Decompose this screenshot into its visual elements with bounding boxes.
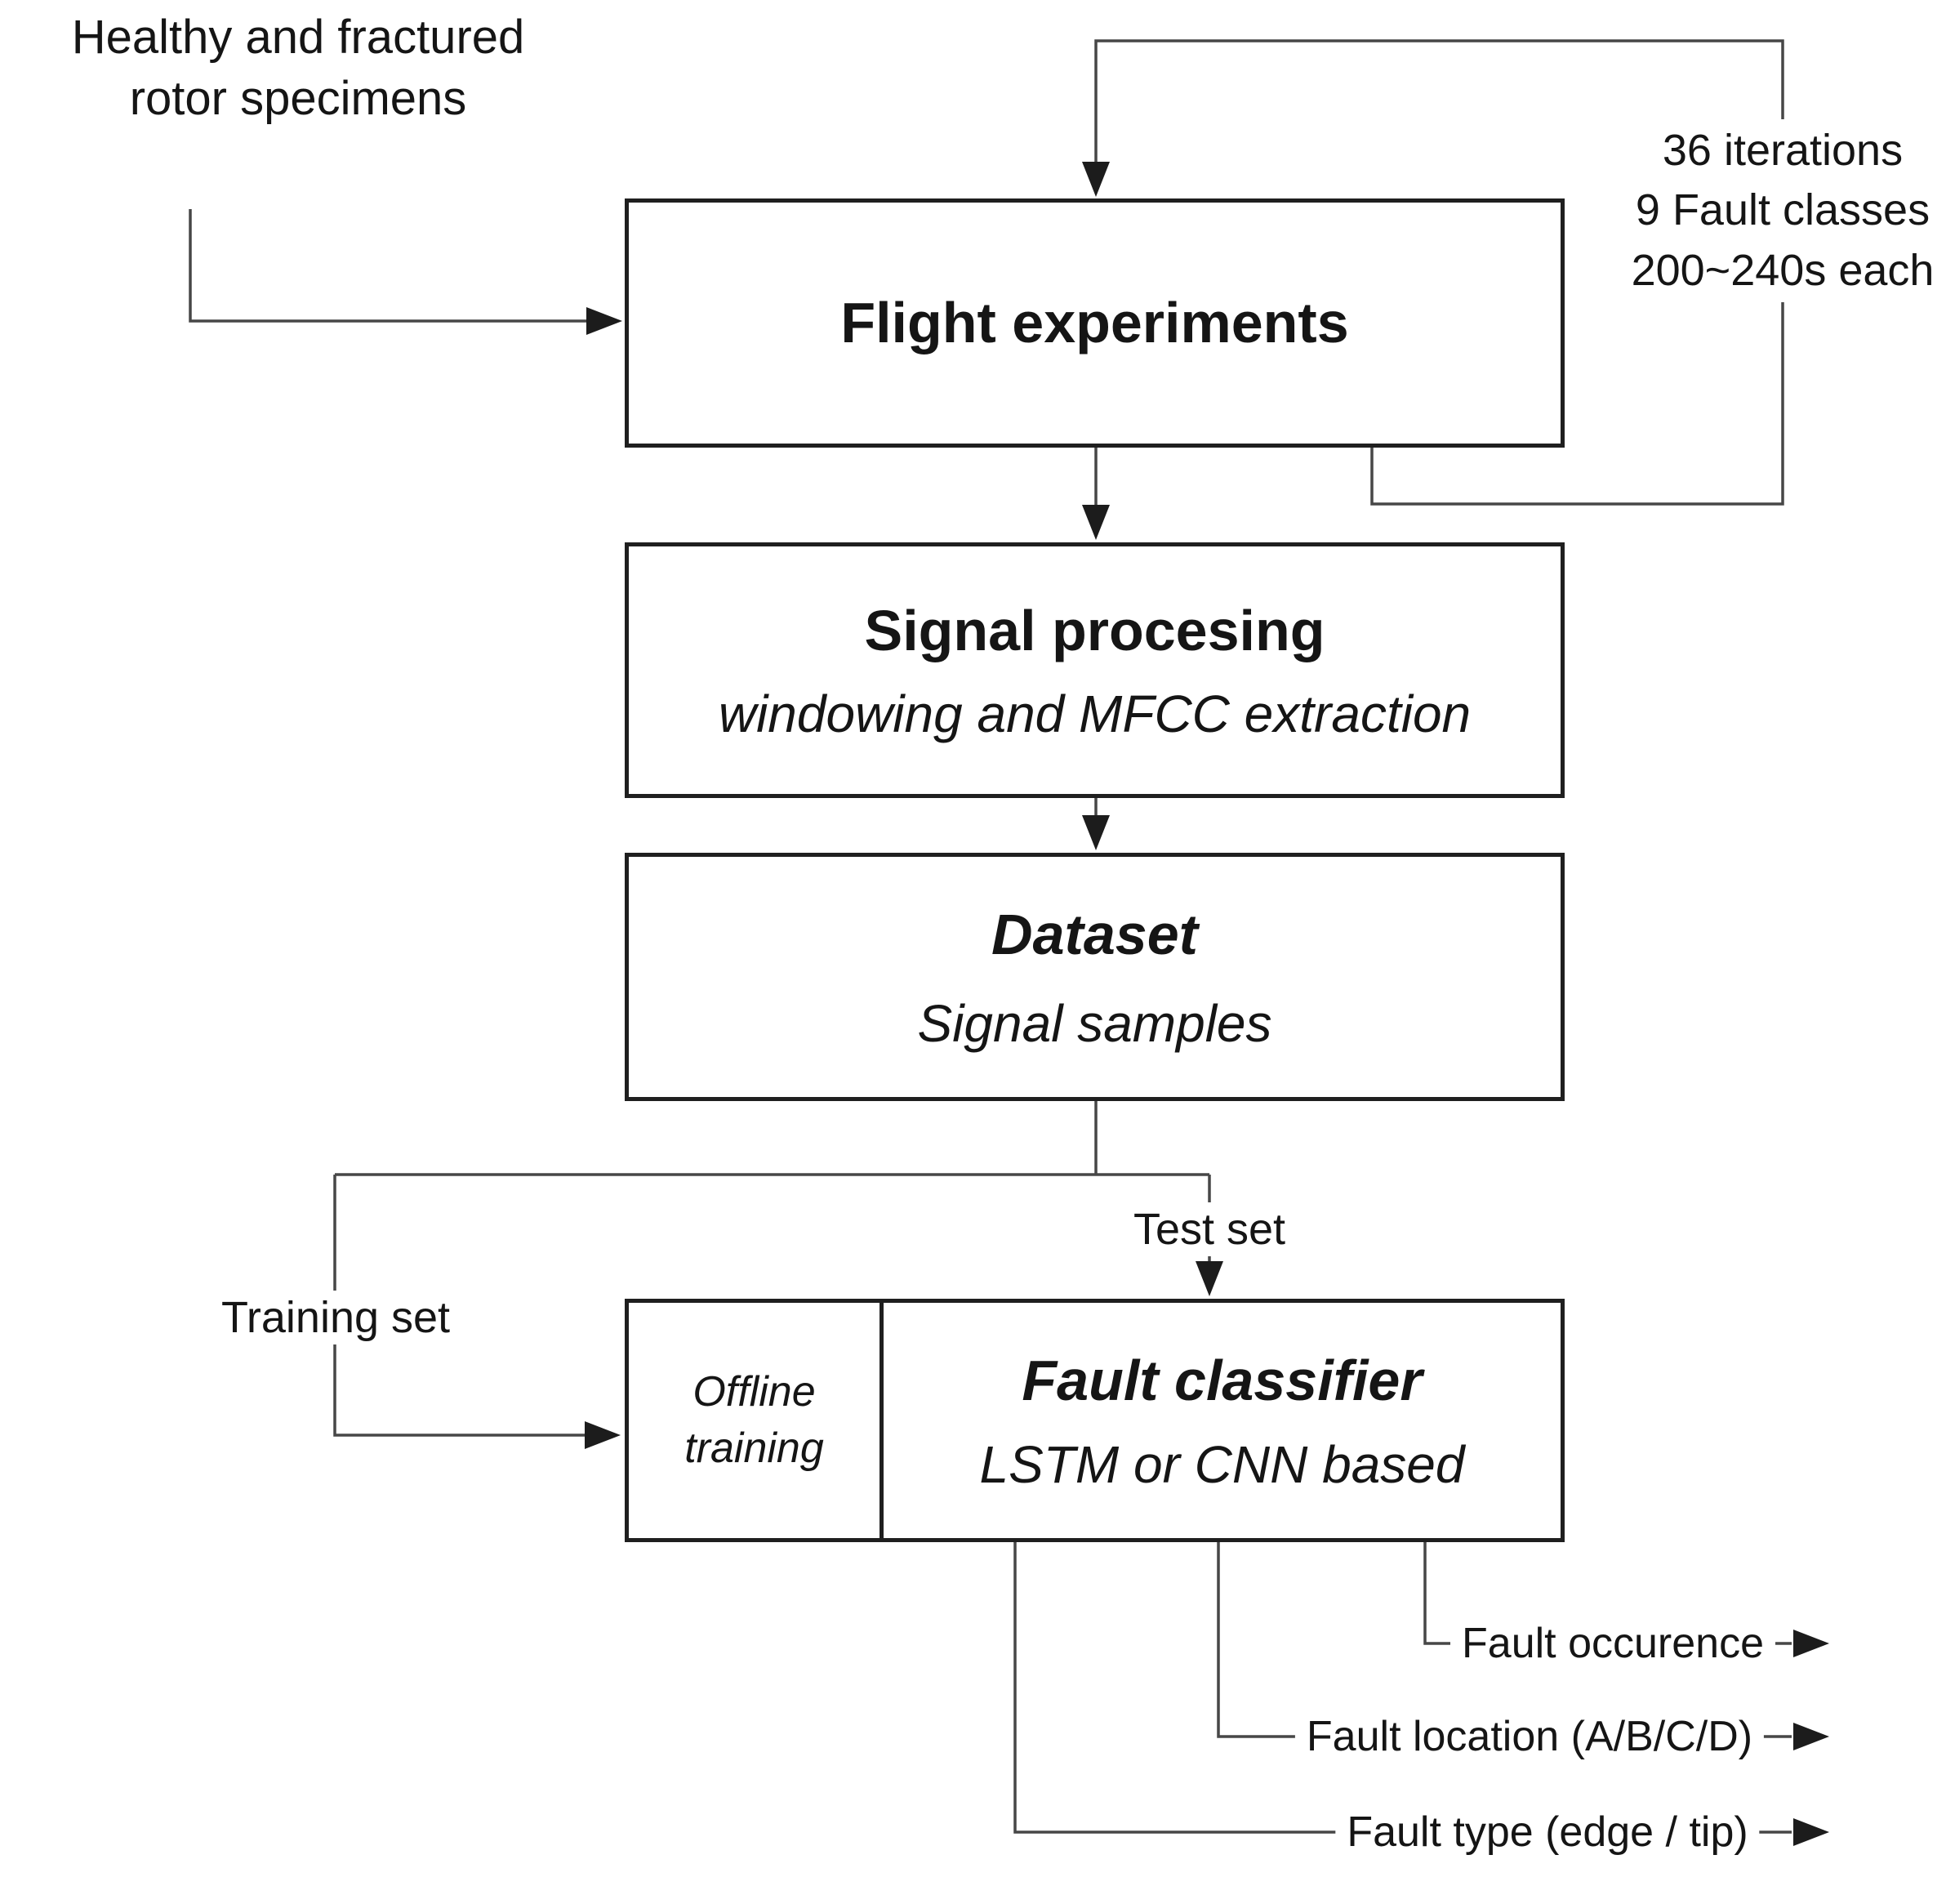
fault-classifier-compartment: Fault classifier LSTM or CNN based [884, 1303, 1561, 1538]
fault-classifier-title: Fault classifier [1022, 1348, 1423, 1412]
signal-processing-subtitle: windowing and MFCC extraction [718, 684, 1472, 743]
output-label-fault-type: Fault type (edge / tip) [1335, 1806, 1760, 1858]
specimens-note: Healthy and fractured rotor specimens [72, 7, 525, 130]
output-label-fault-occurence: Fault occurence [1450, 1617, 1775, 1670]
signal-processing-box: Signal procesing windowing and MFCC extr… [625, 542, 1565, 798]
connector-dataset-branch [335, 1101, 1211, 1274]
connector-training-branch [333, 1175, 601, 1437]
arrowhead-output-type [1793, 1818, 1829, 1846]
arrowhead-training-into-classifier [585, 1421, 621, 1449]
specimens-note-line1: Healthy and fractured [71, 11, 525, 64]
offline-training-compartment: Offline training [629, 1303, 884, 1538]
output-label-fault-location: Fault location (A/B/C/D) [1294, 1710, 1765, 1763]
arrowhead-into-dataset [1082, 815, 1110, 850]
fault-classifier-subtitle: LSTM or CNN based [979, 1435, 1465, 1495]
dataset-title: Dataset [991, 902, 1198, 966]
flight-experiments-title: Flight experiments [840, 291, 1349, 355]
arrowhead-into-flight-top [1082, 162, 1110, 197]
arrowhead-test-into-classifier [1196, 1261, 1223, 1296]
experiment-iterations-note: 36 iterations 9 Fault classes 200~240s e… [1624, 119, 1941, 303]
iterations-note-line2: 9 Fault classes [1635, 185, 1930, 235]
specimens-note-line2: rotor specimens [129, 72, 467, 126]
connector-output-type [1013, 1542, 1792, 1834]
offline-training-line2: training [684, 1425, 824, 1472]
iterations-note-line3: 200~240s each [1631, 245, 1935, 295]
arrowhead-output-location [1793, 1723, 1829, 1750]
offline-training-line1: Offline [692, 1368, 816, 1416]
connector-specimens-to-flight [189, 209, 603, 323]
iterations-note-line1: 36 iterations [1662, 126, 1904, 175]
arrowhead-output-occurence [1793, 1630, 1829, 1657]
fault-classifier-box: Offline training Fault classifier LSTM o… [625, 1299, 1565, 1542]
training-set-label: Training set [207, 1291, 464, 1344]
flight-experiments-box: Flight experiments [625, 198, 1565, 448]
signal-processing-title: Signal procesing [864, 599, 1325, 663]
dataset-box: Dataset Signal samples [625, 853, 1565, 1101]
arrowhead-into-flight-left [586, 307, 622, 335]
arrowhead-into-signal [1082, 505, 1110, 540]
test-set-label: Test set [1120, 1202, 1299, 1256]
dataset-subtitle: Signal samples [917, 994, 1272, 1054]
